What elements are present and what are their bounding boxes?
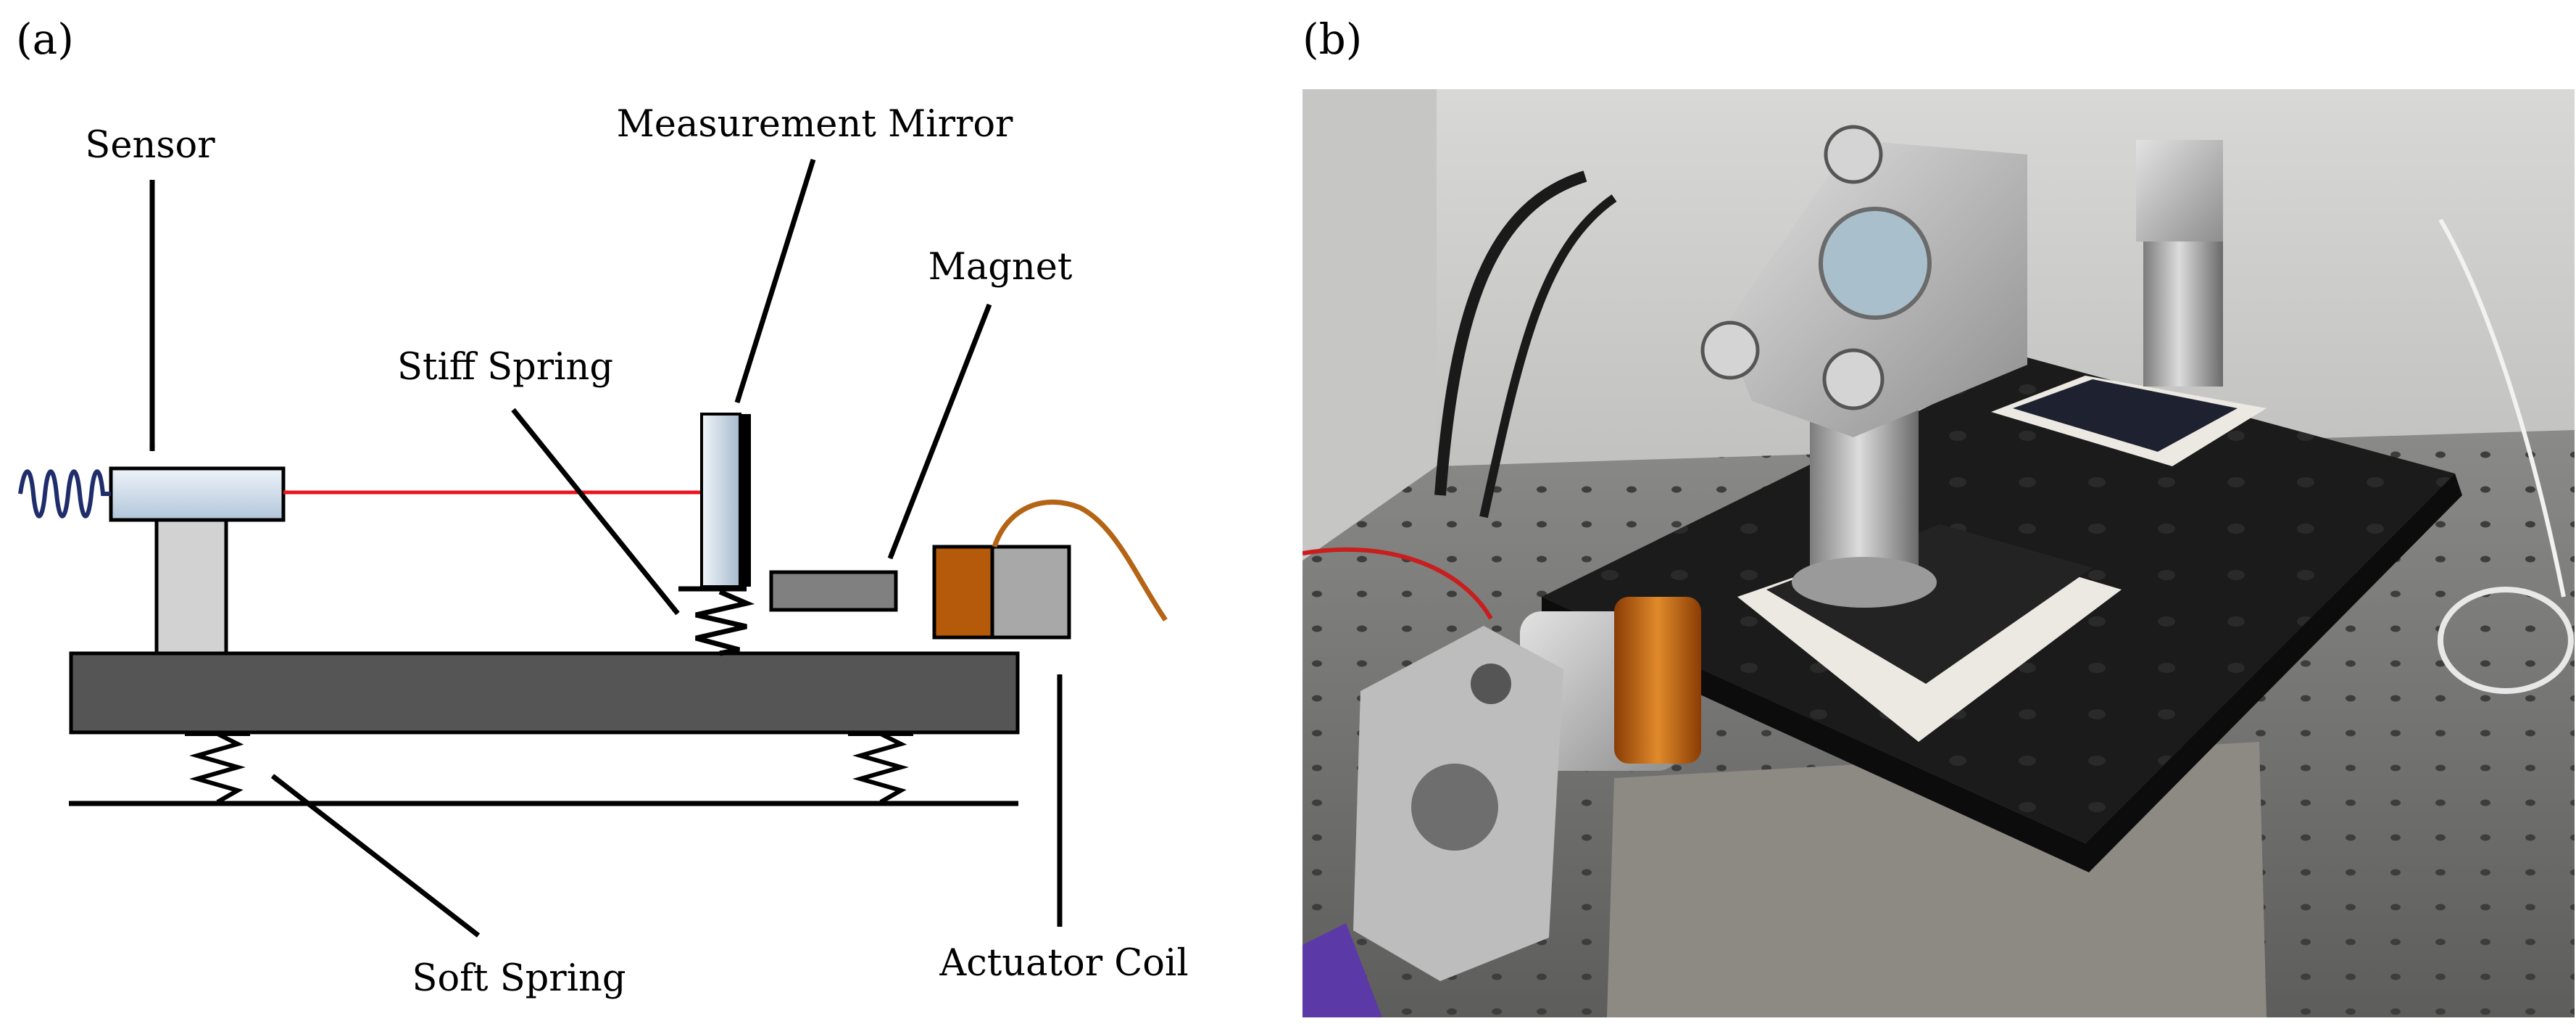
adjuster-knob-right	[1822, 348, 1885, 410]
schematic-diagram: Sensor Measurement Mirror Magnet Stiff S…	[18, 103, 1189, 1000]
red-wire	[1302, 547, 1493, 620]
panel-a-label: (a)	[16, 15, 74, 64]
coil-winding	[932, 545, 994, 640]
arrow-stiff-spring	[511, 408, 680, 616]
coil-wire	[992, 499, 1168, 621]
mirror-backing	[740, 414, 751, 587]
measurement-mirror	[700, 413, 741, 588]
black-cable-2	[1479, 194, 1617, 518]
magnet	[769, 570, 898, 612]
actuator-coil-winding	[1614, 597, 1701, 764]
stiff-spring	[678, 586, 755, 656]
glove	[1302, 923, 1382, 1017]
label-magnet: Magnet	[928, 246, 1073, 289]
photo-left-wall	[1302, 89, 1437, 561]
front-post-base	[1792, 557, 1937, 608]
sensor-post	[154, 518, 228, 656]
label-sensor: Sensor	[85, 124, 215, 167]
actuator-bore	[1411, 764, 1498, 851]
mount-plate-back	[2013, 379, 2238, 452]
soft-spring-left	[185, 732, 250, 804]
panel-b-label: (b)	[1302, 15, 1363, 64]
label-actuator-coil: Actuator Coil	[939, 942, 1188, 985]
white-cable-coil	[2438, 587, 2574, 694]
sensor-cable-icon	[18, 469, 111, 518]
breadboard-side	[1542, 474, 2462, 872]
arrow-soft-spring	[270, 774, 481, 938]
sensor-body	[109, 466, 286, 522]
soft-spring-right	[848, 732, 913, 804]
back-post	[2143, 234, 2223, 387]
mirror-optic	[1819, 207, 1932, 320]
photo-of-experimental-setup	[1302, 89, 2575, 1017]
adjuster-knob-left	[1700, 321, 1760, 380]
actuator-screw	[1471, 664, 1511, 704]
adjuster-knob-top	[1824, 125, 1883, 184]
coil-body	[990, 545, 1071, 640]
label-soft-spring: Soft Spring	[412, 957, 626, 1000]
arrow-mirror	[734, 158, 816, 404]
label-measurement-mirror: Measurement Mirror	[617, 103, 1013, 146]
arrow-magnet	[887, 303, 992, 560]
back-mount	[2136, 140, 2223, 241]
platform	[69, 651, 1020, 735]
label-stiff-spring: Stiff Spring	[397, 346, 613, 389]
black-cable	[1434, 170, 1587, 496]
white-cable	[2438, 218, 2566, 598]
